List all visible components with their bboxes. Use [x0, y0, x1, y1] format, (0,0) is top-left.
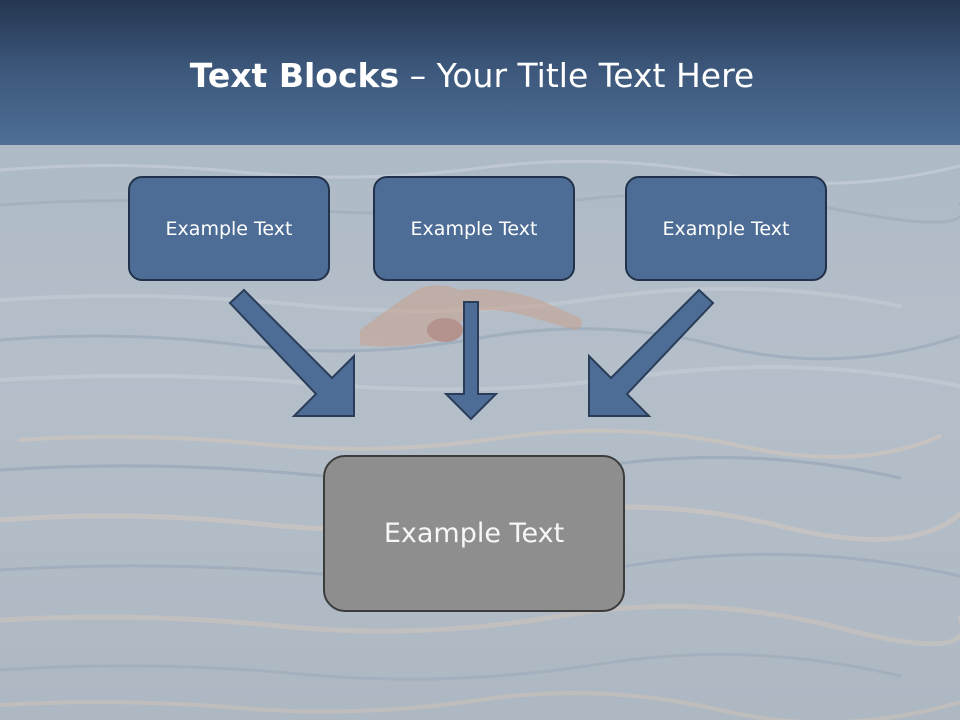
text-block-2[interactable]: Example Text — [373, 176, 575, 281]
text-block-3-label: Example Text — [662, 217, 790, 240]
text-block-3[interactable]: Example Text — [625, 176, 827, 281]
text-block-result[interactable]: Example Text — [323, 455, 625, 612]
title-bold-part: Text Blocks — [189, 56, 400, 95]
text-block-1[interactable]: Example Text — [128, 176, 330, 281]
title-bar — [0, 0, 960, 145]
title-rest-part: – Your Title Text Here — [399, 56, 755, 95]
arrow-center-down — [443, 301, 499, 421]
slide-title: Text Blocks – Your Title Text Here — [0, 52, 944, 100]
arrow-right-diagonal — [588, 288, 715, 417]
text-block-result-label: Example Text — [383, 518, 565, 549]
swimmer-figure — [360, 285, 583, 347]
text-block-1-label: Example Text — [165, 217, 293, 240]
arrow-left-diagonal — [228, 288, 355, 417]
text-block-2-label: Example Text — [410, 217, 538, 240]
